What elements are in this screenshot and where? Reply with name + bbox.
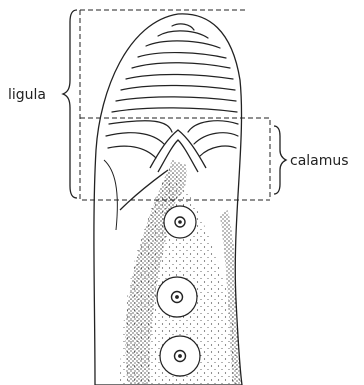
sensory-pit-2 <box>157 277 197 317</box>
ligula-label: ligula <box>8 87 46 103</box>
calamus-brace <box>274 126 286 194</box>
sensory-pit-1 <box>164 206 196 238</box>
ligula-brace <box>63 10 77 198</box>
calamus-label: calamus <box>290 153 349 169</box>
sensory-pit-3 <box>160 336 200 376</box>
